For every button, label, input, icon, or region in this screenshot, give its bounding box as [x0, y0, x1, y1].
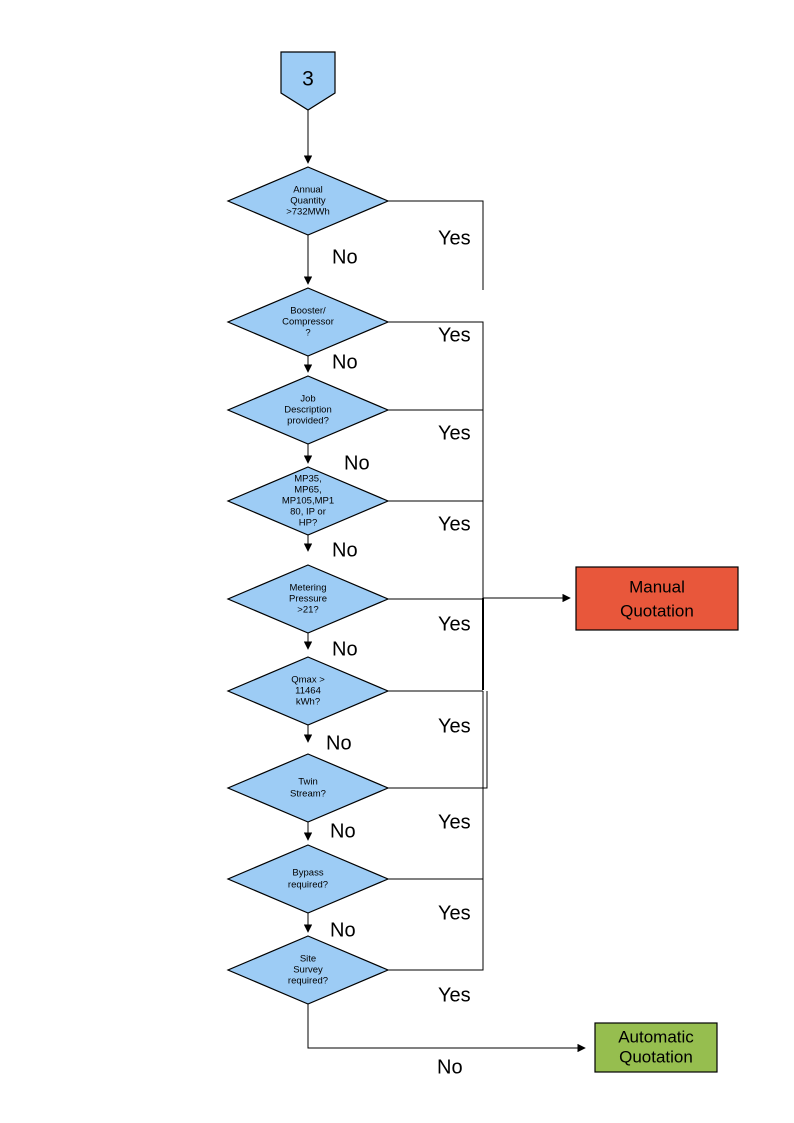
decision-booster-compressor[interactable]: Booster/ Compressor ? — [226, 287, 390, 357]
label-yes-annual-quantity: Yes — [438, 227, 471, 249]
connector-label: 3 — [302, 68, 314, 91]
decision-annual-quantity[interactable]: Annual Quantity >732MWh — [226, 166, 390, 236]
edge-yes-annual-quantity — [388, 200, 484, 290]
decision-line-3: kWh? — [296, 697, 320, 708]
label-no-metering-pressure: No — [332, 638, 358, 660]
edge-yes-job-description — [388, 409, 484, 502]
decision-line-1: Bypass — [292, 868, 323, 879]
decision-line-5: HP? — [299, 518, 317, 529]
label-yes-metering-pressure: Yes — [438, 613, 471, 635]
terminal-manual-quotation[interactable]: Manual Quotation — [575, 566, 739, 631]
decision-line-3: provided? — [287, 416, 329, 427]
edge-no-site-survey-to-automatic — [307, 1004, 586, 1053]
label-yes-qmax: Yes — [438, 715, 471, 737]
decision-job-description[interactable]: Job Description provided? — [226, 375, 390, 445]
label-yes-bypass: Yes — [438, 902, 471, 924]
decision-line-1: Site — [300, 954, 316, 965]
label-yes-meter-type: Yes — [438, 513, 471, 535]
decision-line-2: 11464 — [295, 686, 321, 697]
decision-line-1: Job — [300, 394, 315, 405]
decision-line-2: Survey — [293, 965, 323, 976]
decision-line-3: ? — [305, 328, 310, 339]
label-no-meter-type: No — [332, 539, 358, 561]
label-yes-site-survey: Yes — [438, 984, 471, 1006]
start-connector-3[interactable]: 3 — [280, 51, 336, 111]
edge-yes-booster-compressor — [388, 321, 484, 411]
decision-line-2: Description — [284, 405, 332, 416]
label-yes-booster-compressor: Yes — [438, 324, 471, 346]
decision-line-3: required? — [288, 976, 328, 987]
decision-line-2: required? — [288, 880, 328, 891]
edge-yes-site-survey — [388, 879, 484, 971]
automatic-quotation-line-1: Automatic — [618, 1027, 694, 1046]
decision-line-1: Booster/ — [290, 306, 326, 317]
decision-qmax[interactable]: Qmax > 11464 kWh? — [226, 656, 390, 726]
decision-line-3: MP105,MP1 — [282, 496, 334, 507]
label-yes-twin-stream: Yes — [438, 811, 471, 833]
decision-bypass[interactable]: Bypass required? — [226, 844, 390, 914]
decision-line-3: >21? — [297, 605, 318, 616]
manual-quotation-line-1: Manual — [629, 577, 685, 596]
label-no-job-description: No — [344, 452, 370, 474]
decision-line-4: 80, IP or — [290, 507, 326, 518]
edge-yes-meter-type — [388, 500, 484, 598]
decision-line-1: Metering — [290, 583, 327, 594]
label-no-site-survey: No — [437, 1056, 463, 1078]
automatic-quotation-box-shape — [594, 1022, 718, 1073]
label-no-annual-quantity: No — [332, 246, 358, 268]
decision-line-1: Qmax > — [291, 675, 325, 686]
automatic-quotation-line-2: Quotation — [619, 1047, 693, 1066]
decision-metering-pressure[interactable]: Metering Pressure >21? — [226, 564, 390, 634]
decision-line-2: Quantity — [290, 196, 326, 207]
decision-line-2: Pressure — [289, 594, 327, 605]
manual-quotation-line-2: Quotation — [620, 601, 694, 620]
decision-line-2: MP65, — [294, 485, 321, 496]
decision-meter-type[interactable]: MP35, MP65, MP105,MP1 80, IP or HP? — [226, 466, 390, 536]
label-no-bypass: No — [330, 919, 356, 941]
decision-line-1: Twin — [298, 777, 318, 788]
decision-line-3: >732MWh — [286, 207, 330, 218]
label-no-qmax: No — [326, 732, 352, 754]
connector-pentagon-shape — [280, 51, 336, 111]
decision-line-1: MP35, — [294, 474, 321, 485]
label-yes-job-description: Yes — [438, 422, 471, 444]
decision-line-2: Compressor — [282, 317, 334, 328]
manual-quotation-box-shape — [575, 566, 739, 631]
label-no-booster-compressor: No — [332, 351, 358, 373]
terminal-automatic-quotation[interactable]: Automatic Quotation — [594, 1022, 718, 1073]
decision-line-1: Annual — [293, 185, 323, 196]
decision-twin-stream[interactable]: Twin Stream? — [226, 753, 390, 823]
decision-line-2: Stream? — [290, 789, 326, 800]
decision-site-survey[interactable]: Site Survey required? — [226, 935, 390, 1005]
edge-yes-twin-stream — [388, 691, 488, 789]
label-no-twin-stream: No — [330, 820, 356, 842]
